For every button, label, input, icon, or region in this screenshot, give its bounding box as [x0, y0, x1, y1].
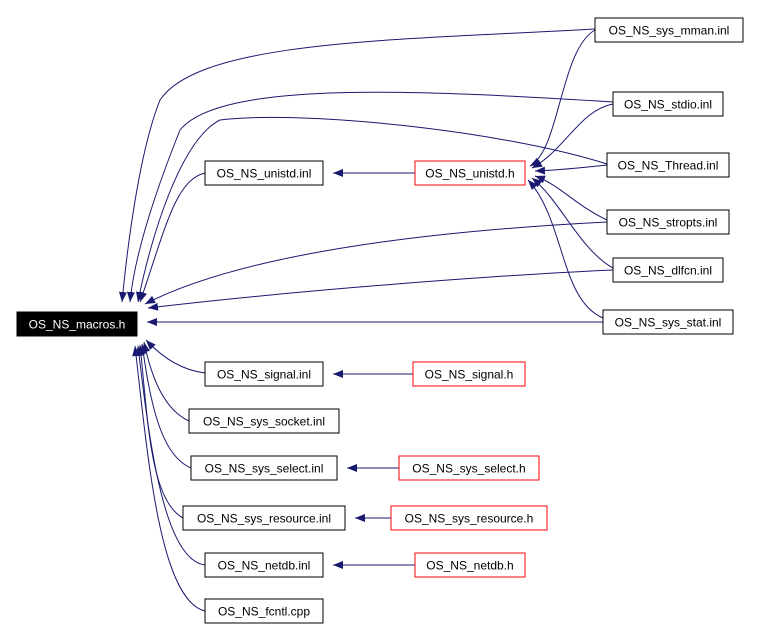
node-os-ns-dlfcn-inl[interactable]: OS_NS_dlfcn.inl [612, 257, 724, 283]
node-box [412, 361, 526, 387]
edge-netdbi-to-root [135, 345, 206, 566]
node-os-ns-thread-inl[interactable]: OS_NS_Thread.inl [606, 152, 730, 178]
node-os-ns-stdio-inl[interactable]: OS_NS_stdio.inl [612, 91, 724, 117]
edge-mman-to-root [118, 28, 596, 303]
edge-fcntl-to-root [132, 345, 206, 612]
node-os-ns-stropts-inl[interactable]: OS_NS_stropts.inl [606, 209, 730, 235]
node-label: OS_NS_signal.inl [217, 368, 311, 382]
node-box [188, 408, 340, 434]
edge-unistdi-to-root [139, 172, 206, 303]
node-label: OS_NS_netdb.h [426, 559, 513, 573]
edge-thread-to-unistdh [534, 164, 608, 175]
node-label: OS_NS_stdio.inl [624, 98, 712, 112]
edge-stdio-to-root [126, 91, 614, 303]
edge-stropts-to-root [144, 221, 608, 305]
node-os-ns-sys-resource-inl[interactable]: OS_NS_sys_resource.inl [182, 505, 346, 531]
edge-thread-to-root [135, 116, 608, 303]
node-os-ns-sys-resource-h[interactable]: OS_NS_sys_resource.h [390, 505, 548, 531]
node-label: OS_NS_Thread.inl [618, 159, 719, 173]
node-os-ns-unistd-inl[interactable]: OS_NS_unistd.inl [204, 160, 324, 186]
node-box [414, 552, 526, 578]
node-label: OS_NS_sys_resource.h [405, 512, 534, 526]
edge-stdio-to-unistdh [531, 103, 614, 169]
node-box [612, 91, 724, 117]
node-box [390, 505, 548, 531]
edge-signali-to-root [145, 339, 206, 374]
node-label: OS_NS_sys_resource.inl [197, 512, 331, 526]
node-os-ns-sys-mman-inl[interactable]: OS_NS_sys_mman.inl [594, 17, 744, 43]
node-box [612, 257, 724, 283]
node-os-ns-sys-select-inl[interactable]: OS_NS_sys_select.inl [190, 455, 338, 481]
node-box [16, 311, 138, 337]
edge-resi-to-root [137, 344, 184, 519]
node-label: OS_NS_stropts.inl [619, 216, 718, 230]
node-box [594, 17, 744, 43]
node-label: OS_NS_netdb.inl [218, 559, 311, 573]
node-box [606, 209, 730, 235]
node-os-ns-fcntl-cpp[interactable]: OS_NS_fcntl.cpp [204, 598, 324, 624]
edge-mman-to-unistdh [529, 29, 596, 167]
node-label: OS_NS_unistd.inl [217, 167, 312, 181]
node-os-ns-signal-inl[interactable]: OS_NS_signal.inl [204, 361, 324, 387]
node-label: OS_NS_sys_socket.inl [203, 415, 325, 429]
edge-dlfcn-to-unistdh [531, 177, 614, 269]
node-label: OS_NS_sys_mman.inl [609, 24, 730, 38]
node-box [414, 160, 526, 186]
node-os-ns-netdb-h[interactable]: OS_NS_netdb.h [414, 552, 526, 578]
nodes-layer: OS_NS_macros.h OS_NS_sys_mman.inlOS_NS_st… [16, 17, 744, 624]
edges-layer [118, 28, 614, 612]
node-label: OS_NS_sys_stat.inl [615, 316, 722, 330]
node-box [606, 152, 730, 178]
node-os-ns-signal-h[interactable]: OS_NS_signal.h [412, 361, 526, 387]
node-box [182, 505, 346, 531]
node-os-ns-netdb-inl[interactable]: OS_NS_netdb.inl [204, 552, 324, 578]
node-box [398, 455, 540, 481]
node-box [602, 309, 734, 335]
edge-socket-to-root [142, 341, 190, 422]
node-label: OS_NS_unistd.h [425, 167, 514, 181]
edge-dlfcn-to-root [147, 269, 614, 311]
node-os-ns-macros-h[interactable]: OS_NS_macros.h [16, 311, 138, 337]
edge-stropts-to-unistdh [534, 175, 608, 221]
node-os-ns-sys-socket-inl[interactable]: OS_NS_sys_socket.inl [188, 408, 340, 434]
node-label: OS_NS_dlfcn.inl [624, 264, 712, 278]
node-label: OS_NS_fcntl.cpp [218, 605, 310, 619]
node-os-ns-unistd-h[interactable]: OS_NS_unistd.h [414, 160, 526, 186]
node-os-ns-sys-select-h[interactable]: OS_NS_sys_select.h [398, 455, 540, 481]
node-box [190, 455, 338, 481]
node-label: OS_NS_macros.h [29, 318, 126, 332]
edge-selecti-to-root [139, 343, 192, 469]
edge-stat-to-unistdh [527, 179, 604, 319]
node-label: OS_NS_sys_select.inl [205, 462, 324, 476]
node-box [204, 552, 324, 578]
node-label: OS_NS_signal.h [425, 368, 514, 382]
node-box [204, 160, 324, 186]
node-label: OS_NS_sys_select.h [412, 462, 525, 476]
node-os-ns-sys-stat-inl[interactable]: OS_NS_sys_stat.inl [602, 309, 734, 335]
node-box [204, 598, 324, 624]
node-box [204, 361, 324, 387]
